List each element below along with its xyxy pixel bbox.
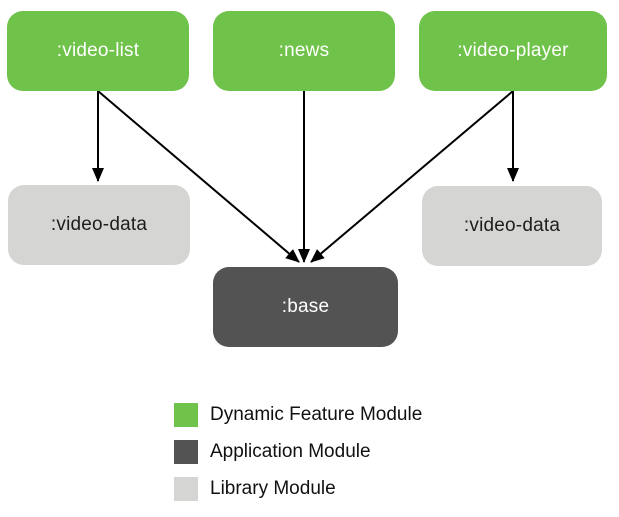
node-video-data-right: :video-data — [422, 186, 602, 266]
node-news-label: :news — [278, 40, 330, 61]
legend-item-dynamic-feature-module: Dynamic Feature Module — [174, 403, 422, 427]
node-video-list-label: :video-list — [56, 40, 140, 61]
node-video-data-left: :video-data — [8, 185, 190, 265]
node-video-player-label: :video-player — [457, 40, 569, 61]
legend-label: Dynamic Feature Module — [210, 404, 423, 425]
node-video-data-right-label: :video-data — [463, 215, 561, 236]
node-video-player: :video-player — [419, 11, 607, 91]
legend-item-library-module: Library Module — [174, 477, 422, 501]
node-video-data-left-label: :video-data — [50, 214, 148, 235]
node-base-label: :base — [281, 296, 330, 317]
legend-item-application-module: Application Module — [174, 440, 422, 464]
node-video-list: :video-list — [7, 11, 189, 91]
legend-label: Application Module — [210, 441, 371, 462]
node-news: :news — [213, 11, 395, 91]
node-base: :base — [213, 267, 398, 347]
library-module-swatch — [174, 477, 198, 501]
dynamic-feature-module-swatch — [174, 403, 198, 427]
legend: Dynamic Feature Module Application Modul… — [174, 403, 422, 501]
application-module-swatch — [174, 440, 198, 464]
legend-label: Library Module — [210, 478, 336, 499]
